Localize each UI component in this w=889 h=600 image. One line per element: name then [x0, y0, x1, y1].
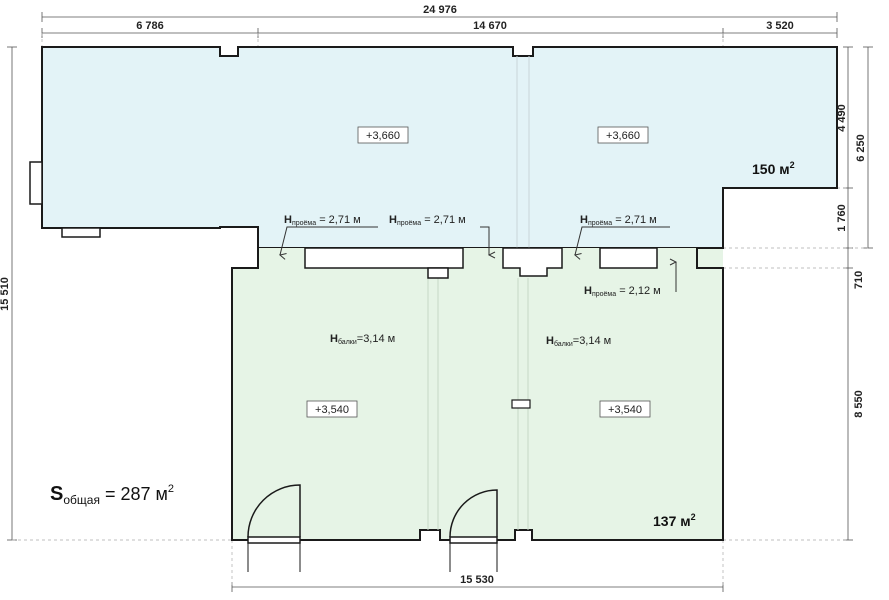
dim-bottom: 15 530 [460, 574, 494, 586]
beam-label-right: Hбалки=3,14 м [546, 335, 611, 348]
dim-right-8550: 8 550 [853, 390, 865, 418]
dim-right-710: 710 [853, 271, 865, 289]
area-upper: 150 м2 [752, 160, 795, 177]
level-lower-right: +3,540 [608, 404, 642, 416]
beam-center [502, 247, 563, 277]
area-lower: 137 м2 [653, 512, 696, 529]
column-cap-left [427, 267, 449, 279]
dim-right-4490: 4 490 [836, 104, 848, 132]
lower-zone [231, 247, 724, 541]
doors [247, 484, 498, 572]
dim-top-left: 6 786 [136, 20, 164, 32]
upper-zone [29, 46, 838, 249]
dim-right-1760: 1 760 [836, 204, 848, 232]
dim-top-mid: 14 670 [473, 20, 507, 32]
dim-top-right: 3 520 [766, 20, 794, 32]
level-lower-left: +3,540 [315, 404, 349, 416]
beam-label-left: Hбалки=3,14 м [330, 333, 395, 346]
opening-label-4: Hпроёма = 2,12 м [584, 285, 661, 298]
dimension-lines [7, 12, 873, 592]
level-upper-right: +3,660 [606, 130, 640, 142]
beam-right [599, 247, 658, 269]
upper-bottom-stub [61, 227, 101, 238]
door-left-sill[interactable] [247, 536, 301, 544]
opening-label-1: Hпроёма = 2,71 м [284, 214, 361, 227]
level-upper-left: +3,660 [366, 130, 400, 142]
beams [304, 247, 658, 279]
opening-label-2: Hпроёма = 2,71 м [389, 214, 466, 227]
column-marker [511, 399, 531, 409]
upper-left-stub [29, 161, 43, 205]
beam-left [304, 247, 464, 269]
dim-right-6250: 6 250 [855, 134, 867, 162]
door-left-swing[interactable] [247, 484, 301, 538]
extension-lines [12, 33, 868, 587]
area-total: Sобщая = 287 м2 [50, 483, 174, 507]
opening-arrows [280, 226, 676, 292]
door-right-sill[interactable] [449, 536, 498, 544]
opening-label-3: Hпроёма = 2,71 м [580, 214, 657, 227]
dim-top-total: 24 976 [423, 4, 457, 16]
door-right-swing[interactable] [449, 489, 498, 538]
dim-left-total: 15 510 [0, 277, 11, 311]
